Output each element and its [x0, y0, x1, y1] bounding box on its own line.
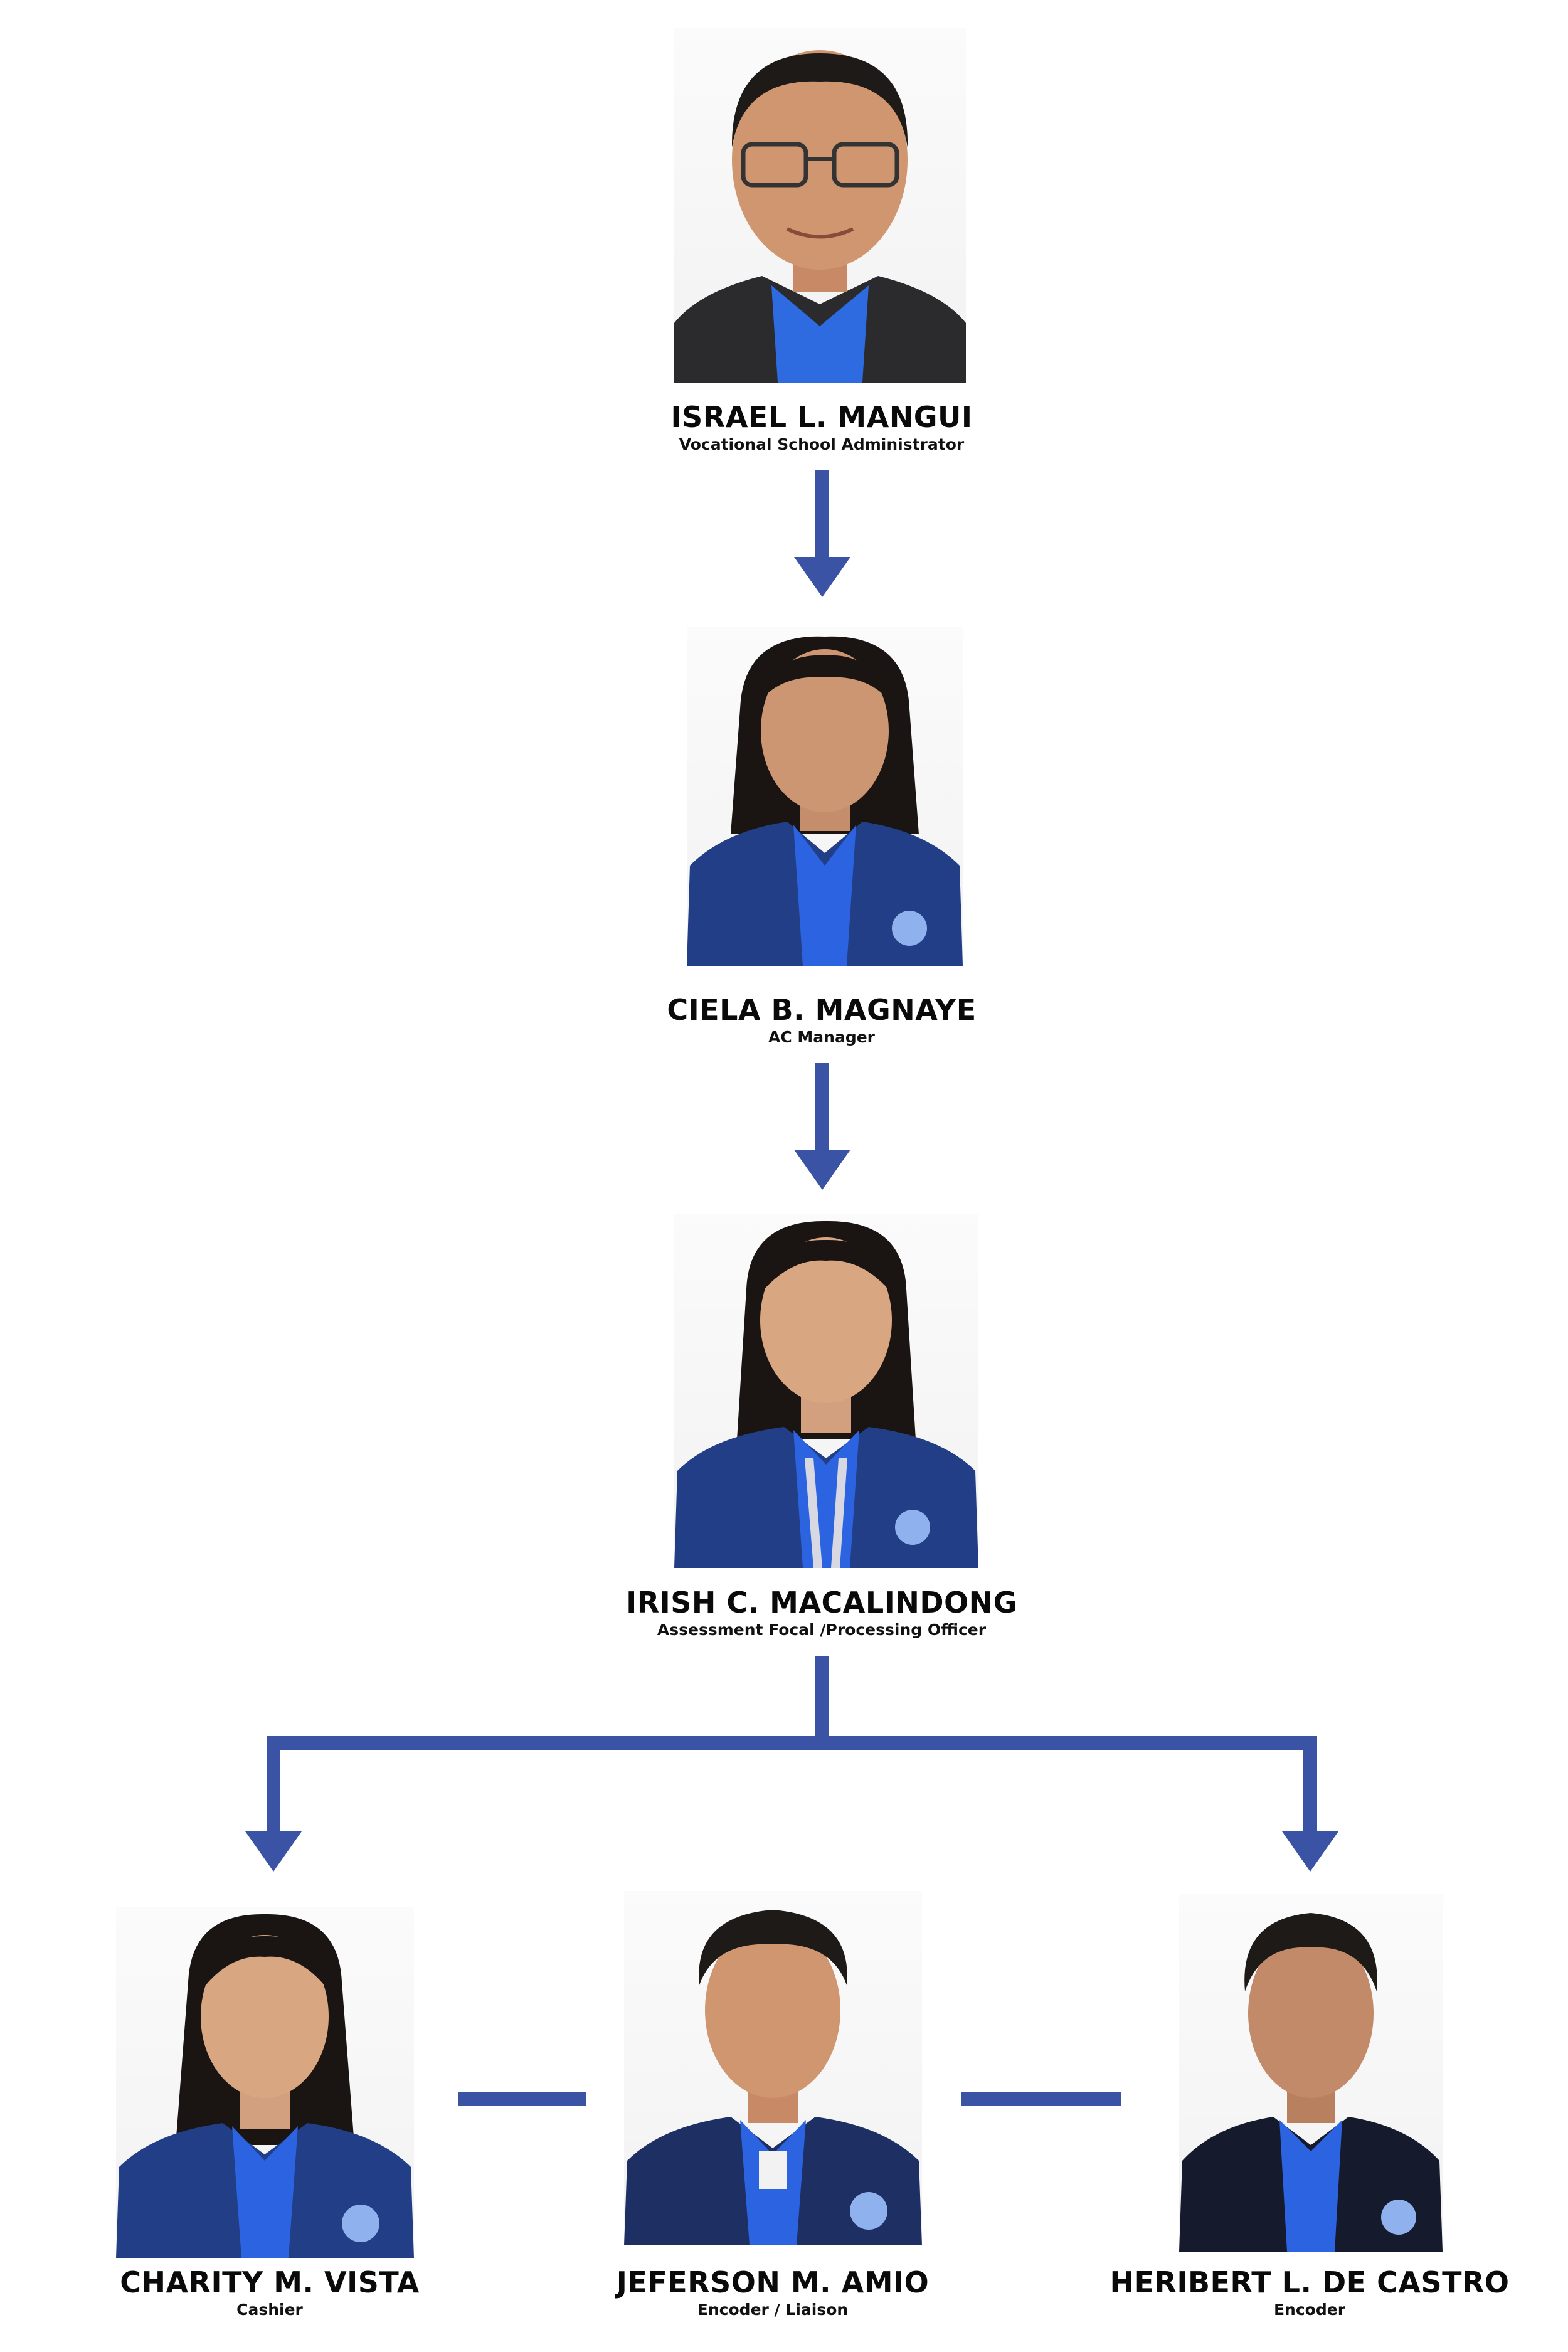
photo-jeferson-amio	[624, 1891, 922, 2245]
person-title: Cashier	[236, 2301, 303, 2319]
person-title: Encoder	[1273, 2301, 1346, 2319]
person-name: IRISH C. MACALINDONG	[626, 1586, 1017, 1619]
person-name: HERIBERT L. DE CASTRO	[1110, 2265, 1510, 2299]
connector-line	[267, 1736, 1317, 1750]
photo-irish-macalindong	[674, 1214, 978, 1568]
person-title: Vocational School Administrator	[679, 435, 965, 453]
peer-link	[458, 2092, 586, 2106]
photo-israel-mangui	[674, 28, 966, 383]
photo-charity-vista	[116, 1907, 414, 2258]
person-name: CHARITY M. VISTA	[120, 2265, 420, 2299]
photo-heribert-de-castro	[1179, 1894, 1443, 2252]
peer-link	[961, 2092, 1121, 2106]
person-title: AC Manager	[768, 1028, 875, 1046]
arrow-down-icon	[794, 557, 850, 597]
connector-line	[815, 1656, 829, 1750]
person-name: JEFERSON M. AMIO	[616, 2265, 930, 2299]
connector-line	[267, 1736, 280, 1840]
photo-ciela-magnaye	[687, 627, 963, 966]
arrow-down-icon	[1282, 1831, 1338, 1872]
person-name: CIELA B. MAGNAYE	[667, 993, 977, 1027]
person-title: Assessment Focal /Processing Officer	[657, 1621, 987, 1639]
arrow-down-icon	[245, 1831, 302, 1872]
connector-line	[1303, 1736, 1317, 1840]
connector-line	[815, 470, 829, 564]
connector-line	[815, 1063, 829, 1157]
person-name: ISRAEL L. MANGUI	[670, 400, 973, 434]
arrow-down-icon	[794, 1150, 850, 1190]
person-title: Encoder / Liaison	[697, 2301, 849, 2319]
